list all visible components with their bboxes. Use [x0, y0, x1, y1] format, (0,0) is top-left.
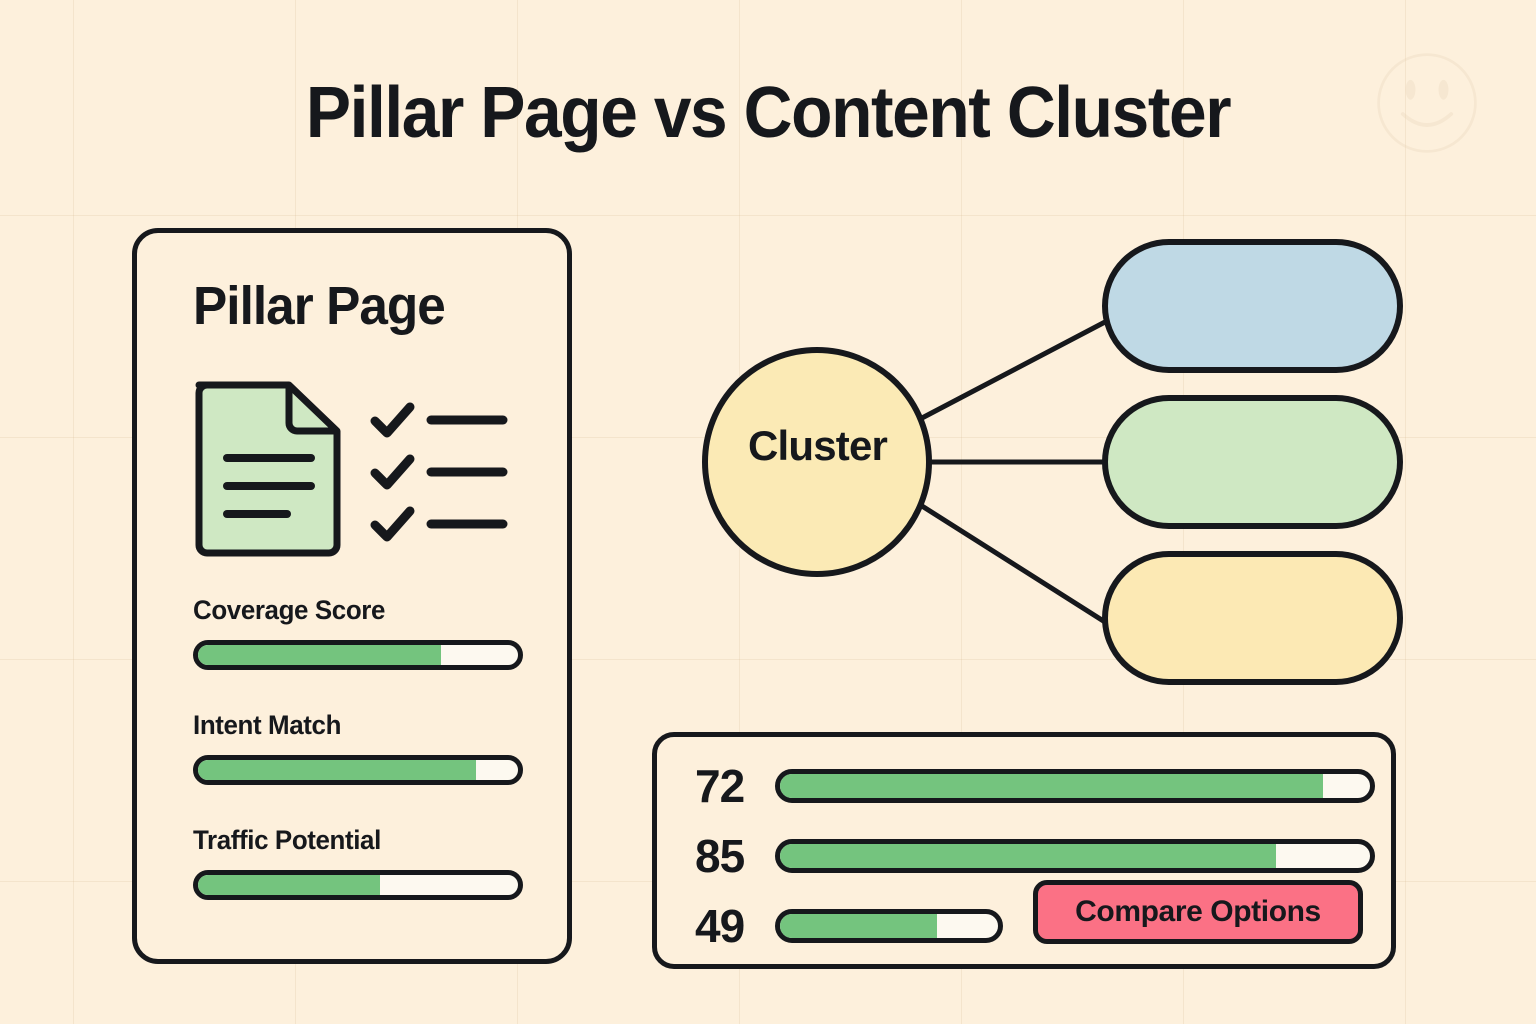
metric-progress-track[interactable] [193, 640, 523, 670]
pillar-metrics-list: Coverage Score Intent Match Traffic Pote… [193, 595, 525, 900]
stat-row: 85 [695, 833, 1375, 879]
stat-progress-fill [780, 844, 1276, 868]
stat-value: 49 [695, 900, 745, 952]
stat-progress-track[interactable] [775, 769, 1375, 803]
cluster-edge-top [919, 319, 1108, 421]
metric-progress-fill [198, 875, 381, 895]
cluster-edge-bottom [919, 503, 1108, 625]
stat-value: 72 [695, 760, 745, 812]
page-title: Pillar Page vs Content Cluster [305, 73, 1232, 153]
smiley-face-icon [1377, 53, 1477, 153]
metric-label: Intent Match [193, 710, 342, 740]
stats-panel: 72 85 49 Compare Options [652, 732, 1396, 969]
cluster-node-yellow [1102, 551, 1403, 685]
stat-progress-fill [780, 914, 937, 938]
cluster-diagram: Cluster [660, 222, 1420, 702]
cluster-edges [919, 319, 1108, 625]
metric-progress-track[interactable] [193, 870, 523, 900]
stat-progress-track[interactable] [775, 909, 1003, 943]
metric-progress-fill [198, 760, 477, 780]
pillar-icon-row [189, 373, 519, 558]
document-icon [195, 381, 341, 557]
metric-intent-match: Intent Match [193, 710, 525, 785]
cluster-node-blue [1102, 239, 1403, 373]
pillar-card-heading: Pillar Page [193, 276, 446, 336]
compare-options-button[interactable]: Compare Options [1033, 880, 1363, 944]
stat-value: 85 [695, 830, 745, 882]
metric-coverage-score: Coverage Score [193, 595, 525, 670]
metric-label: Traffic Potential [193, 825, 381, 855]
cluster-node-green [1102, 395, 1403, 529]
stat-row: 72 [695, 763, 1375, 809]
cluster-hub-circle [702, 347, 932, 577]
metric-traffic-potential: Traffic Potential [193, 825, 525, 900]
stat-progress-fill [780, 774, 1323, 798]
checklist-icon [370, 402, 508, 542]
cluster-hub-label: Cluster [747, 422, 888, 469]
metric-progress-fill [198, 645, 442, 665]
pillar-page-card: Pillar Page [132, 228, 572, 964]
stat-row: 49 [695, 903, 1003, 949]
metric-progress-track[interactable] [193, 755, 523, 785]
metric-label: Coverage Score [193, 595, 385, 625]
stat-progress-track[interactable] [775, 839, 1375, 873]
